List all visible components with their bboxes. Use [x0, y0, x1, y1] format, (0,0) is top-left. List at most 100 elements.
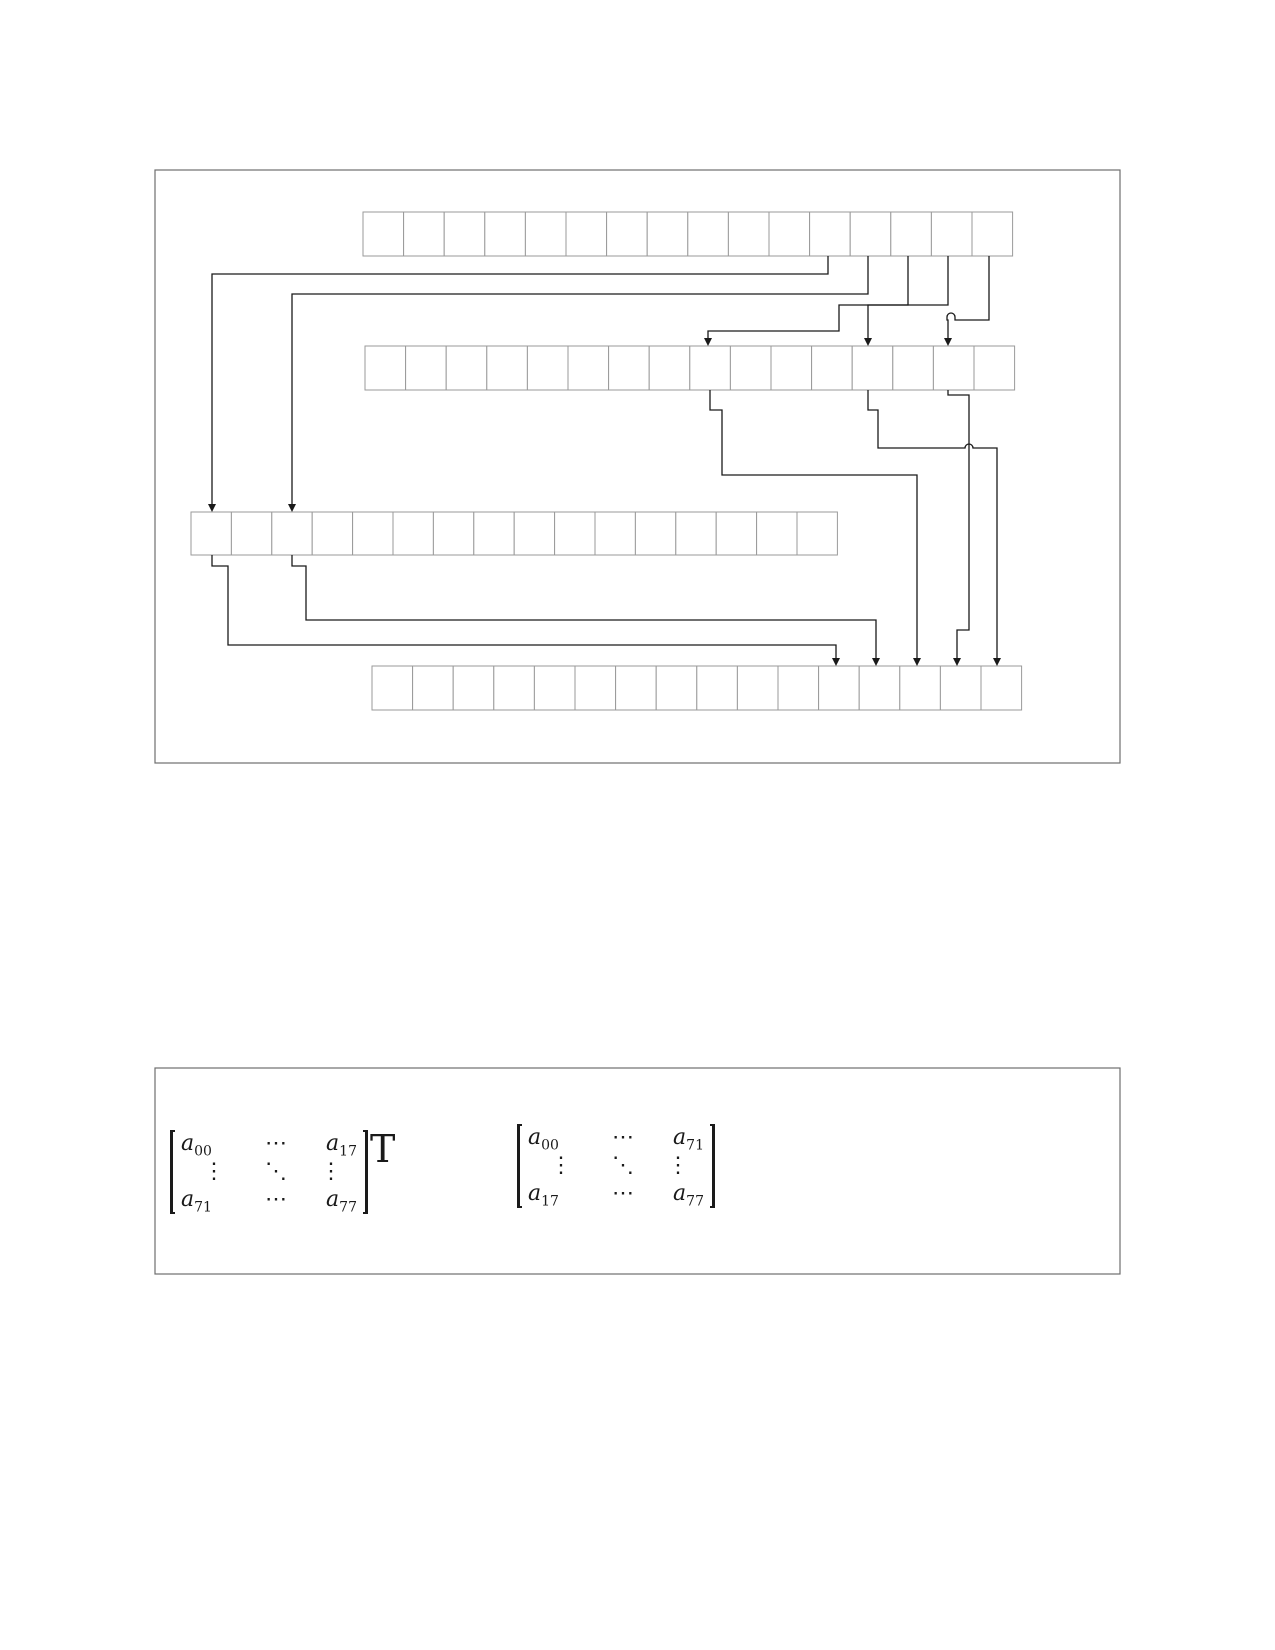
register-cell — [736, 665, 779, 711]
register-cell — [811, 345, 853, 391]
register-cell — [770, 345, 813, 391]
matrix-right-entry: a77 — [673, 1181, 704, 1210]
matrix-right-entry: ⋯ — [612, 1181, 634, 1206]
register-cell — [484, 211, 526, 257]
register-cell — [689, 345, 731, 391]
register-cell — [594, 511, 636, 556]
register-cell — [715, 511, 758, 556]
wire-path — [946, 256, 990, 339]
matrix-right-entry: ⋯ — [612, 1125, 634, 1150]
register-cell — [445, 345, 488, 391]
matrix-left-entry: ⋱ — [265, 1159, 287, 1184]
register-cell — [311, 511, 354, 556]
arrowhead — [288, 504, 296, 512]
register-cell — [565, 211, 608, 257]
matrix-left-entry: ⋯ — [265, 1187, 287, 1212]
register-cell — [190, 511, 232, 556]
arrowhead — [832, 658, 840, 666]
register-cell — [890, 211, 932, 257]
matrix-left: a00 ⋯ a17 ⋮ ⋱ ⋮ a71 ⋯ a77 T — [170, 1130, 395, 1216]
register-cell — [930, 211, 973, 257]
matrix-frame — [154, 1067, 1121, 1275]
wire-path — [211, 256, 829, 505]
register-cell — [412, 665, 454, 711]
register-cell — [727, 211, 770, 257]
arrowhead — [913, 658, 921, 666]
register-cell — [230, 511, 273, 556]
register-cell — [452, 665, 495, 711]
register-cell — [271, 511, 313, 556]
matrix-left-entry: a00 — [181, 1131, 212, 1160]
arrowhead — [993, 658, 1001, 666]
matrix-left-grid: a00 ⋯ a17 ⋮ ⋱ ⋮ a71 ⋯ a77 — [175, 1130, 363, 1216]
arrowhead — [872, 658, 880, 666]
register-cell — [768, 211, 811, 257]
register-cell — [971, 211, 1014, 257]
bracket-left — [170, 1130, 175, 1214]
arrowhead — [953, 658, 961, 666]
register-cell — [648, 345, 691, 391]
wire-path — [709, 390, 918, 659]
matrix-left-entry: a77 — [326, 1187, 357, 1216]
matrix-left-entry: a17 — [326, 1131, 357, 1160]
register-cell — [608, 345, 650, 391]
register-cell — [777, 665, 820, 711]
matrix-right-entry: a17 — [528, 1181, 559, 1210]
register-cell — [513, 511, 556, 556]
register-cell — [818, 665, 860, 711]
register-cell — [432, 511, 475, 556]
wire-path — [291, 256, 869, 505]
register-cell — [899, 665, 941, 711]
register-cell — [615, 665, 657, 711]
register-cell — [392, 511, 434, 556]
register-cell — [364, 345, 407, 391]
register-cell — [362, 211, 405, 257]
wires — [208, 256, 1001, 666]
matrix-right-entry: a00 — [528, 1125, 559, 1154]
matrix-right-entry: a71 — [673, 1125, 704, 1154]
register-cell — [533, 665, 576, 711]
arrowhead — [864, 338, 872, 346]
matrix-left-entry: ⋯ — [265, 1131, 287, 1156]
transpose-symbol: T — [370, 1127, 396, 1171]
matrix-right: a00 ⋯ a71 ⋮ ⋱ ⋮ a17 ⋯ a77 — [517, 1124, 715, 1210]
register-cell — [851, 345, 894, 391]
register-cell — [973, 345, 1016, 391]
arrowhead — [704, 338, 712, 346]
register-cell — [405, 345, 447, 391]
register-cell — [486, 345, 528, 391]
register-cell — [892, 345, 934, 391]
register-cell — [646, 211, 689, 257]
wire-path — [867, 256, 949, 339]
matrix-left-entry: ⋮ — [320, 1159, 342, 1184]
register-cell — [980, 665, 1023, 711]
register-cell — [696, 665, 738, 711]
register-cell — [403, 211, 445, 257]
register-cell — [526, 345, 569, 391]
matrix-right-entry: ⋮ — [550, 1153, 572, 1178]
register-cell — [655, 665, 698, 711]
register-cell — [443, 211, 486, 257]
register-cell — [493, 665, 535, 711]
wire-path — [707, 256, 909, 339]
wire-path — [947, 390, 970, 659]
matrix-left-entry: a71 — [181, 1187, 212, 1216]
register-cell — [687, 211, 729, 257]
register-rows — [190, 211, 1023, 711]
register-cell — [729, 345, 772, 391]
register-cell — [675, 511, 717, 556]
register-cell — [756, 511, 798, 556]
register-cell — [606, 211, 648, 257]
matrix-right-entry: ⋱ — [612, 1153, 634, 1178]
register-cell — [809, 211, 851, 257]
bracket-left — [517, 1124, 522, 1208]
bracket-right — [363, 1130, 368, 1214]
register-cell — [567, 345, 610, 391]
register-cell — [939, 665, 982, 711]
matrix-right-entry: ⋮ — [667, 1153, 689, 1178]
matrix-right-grid: a00 ⋯ a71 ⋮ ⋱ ⋮ a17 ⋯ a77 — [522, 1124, 710, 1210]
arrowhead — [944, 338, 952, 346]
register-cell — [554, 511, 596, 556]
bracket-right — [710, 1124, 715, 1208]
